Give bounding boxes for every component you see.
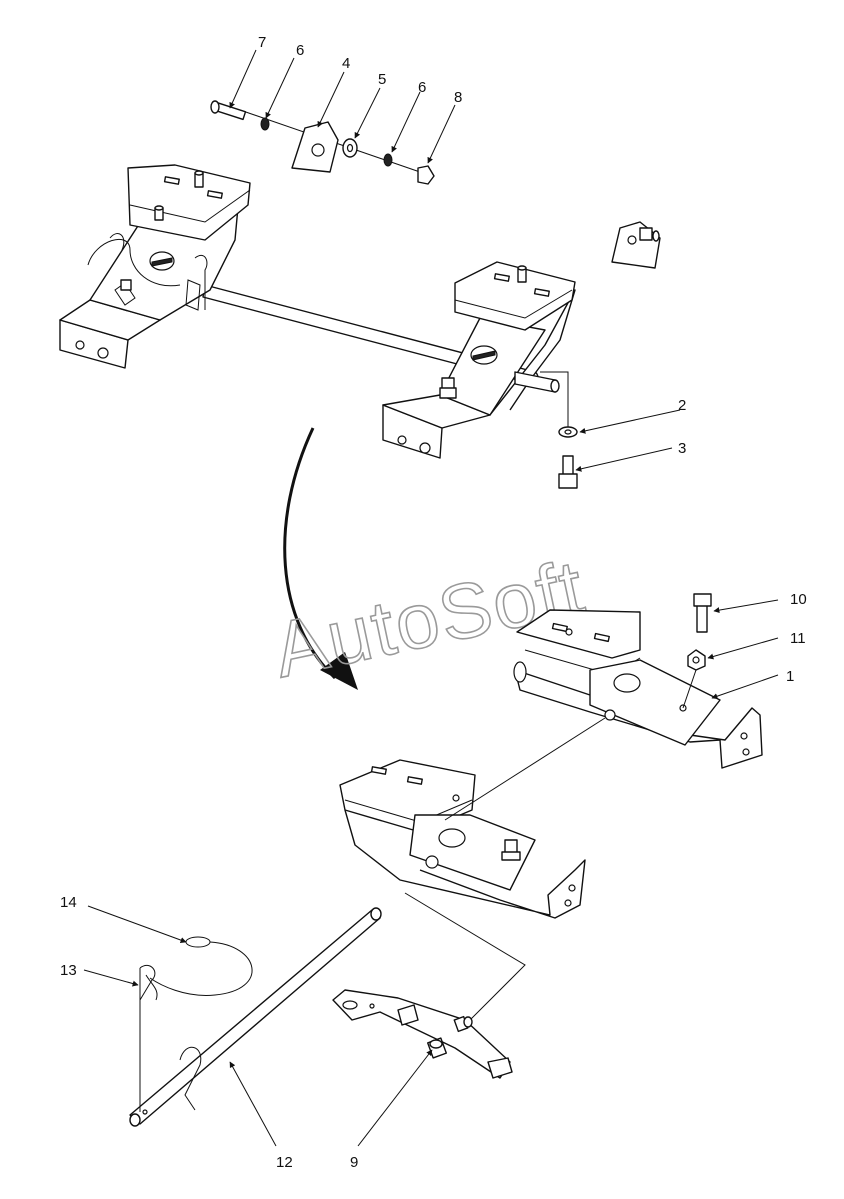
- transition-arrow: [283, 427, 358, 690]
- nut-11: [682, 649, 706, 709]
- plate-subassembly: [611, 221, 661, 269]
- callout-13: 13: [60, 962, 77, 979]
- nut-8: [417, 165, 435, 185]
- lower-right-bracket: [513, 609, 763, 769]
- callout-labels: 7 6 4 5 6 8 2 3 10 11 1 14 13 12 9: [60, 34, 807, 1171]
- callout-12: 12: [276, 1154, 293, 1171]
- clip-pin-13: [139, 964, 202, 1112]
- washer-5: [342, 138, 358, 158]
- upper-right-bracket: [382, 261, 576, 459]
- callout-6b: 6: [418, 79, 426, 96]
- upper-hardware-stack: [210, 100, 435, 185]
- callout-4: 4: [342, 55, 350, 72]
- bolt-7: [210, 100, 247, 121]
- lever-9: [332, 989, 513, 1079]
- callout-11: 11: [790, 630, 806, 647]
- callout-10: 10: [790, 591, 807, 608]
- callout-6a: 6: [296, 42, 304, 59]
- callout-5: 5: [378, 71, 386, 88]
- callout-8: 8: [454, 89, 462, 106]
- lower-assembly: [129, 593, 763, 1127]
- washer-2: [540, 371, 578, 438]
- callout-3: 3: [678, 440, 686, 457]
- bolt-3: [558, 455, 578, 489]
- leader-lines: [83, 49, 779, 1147]
- callout-2: 2: [678, 397, 686, 414]
- lanyard-14: [149, 936, 253, 996]
- callout-9: 9: [350, 1154, 358, 1171]
- lower-middle-bracket: [339, 717, 606, 919]
- bolt-10: [693, 593, 712, 633]
- upper-left-bracket: [59, 164, 251, 369]
- callout-14: 14: [60, 894, 77, 911]
- upper-assembly: [59, 100, 661, 489]
- callout-7: 7: [258, 34, 266, 51]
- callout-1: 1: [786, 668, 794, 685]
- lock-washer-6a: [260, 117, 270, 131]
- rod-12: [129, 892, 526, 1127]
- lock-washer-6b: [383, 153, 393, 167]
- plate-4: [291, 121, 339, 173]
